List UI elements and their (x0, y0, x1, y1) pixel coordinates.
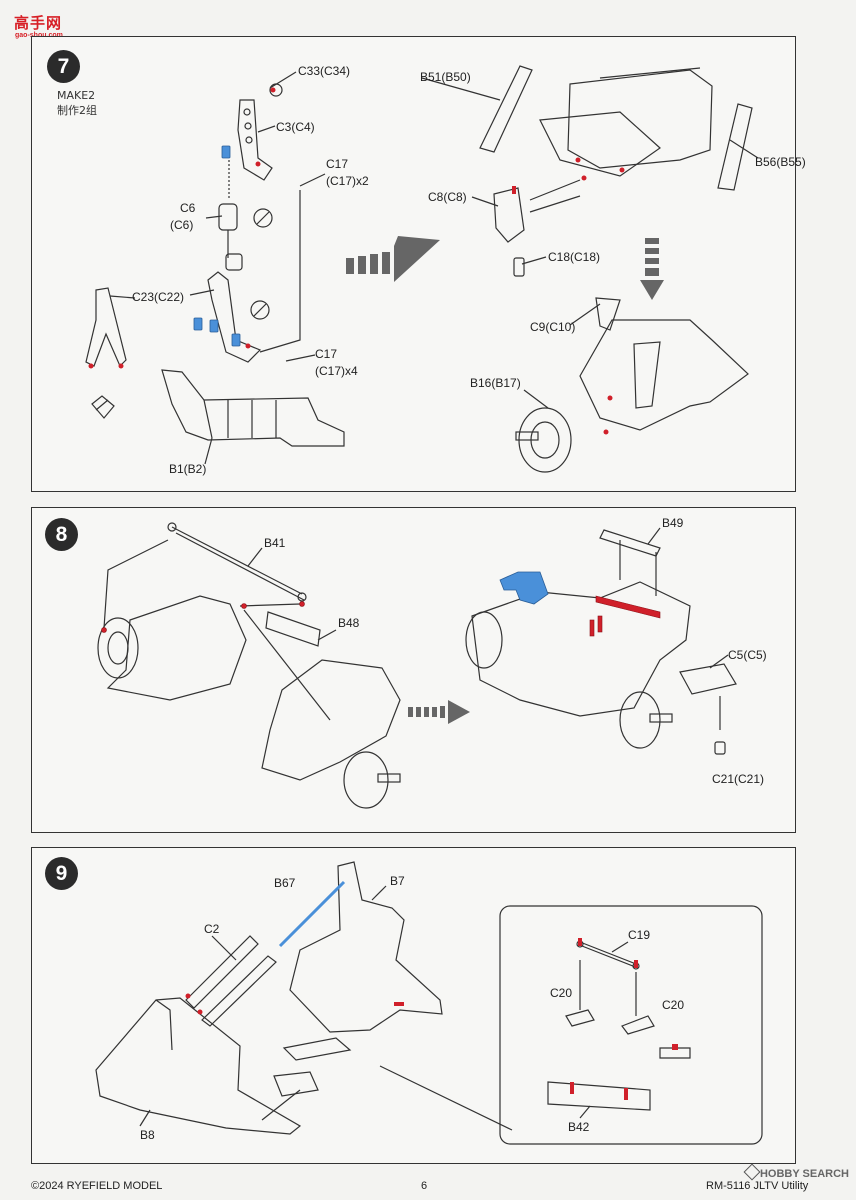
label-b16: B16(B17) (470, 376, 521, 390)
footer-page-number: 6 (421, 1180, 428, 1192)
label-b41: B41 (264, 536, 286, 550)
label-c20-right: C20 (662, 998, 685, 1012)
footer-copyright: ©2024 RYEFIELD MODEL (31, 1180, 163, 1192)
step-8-panel (31, 507, 796, 833)
label-b1: B1(B2) (169, 462, 207, 476)
label-b67: B67 (274, 876, 296, 890)
step-9-number: 9 (45, 857, 78, 890)
label-c3: C3(C4) (276, 120, 315, 134)
label-c5: C5(C5) (728, 648, 767, 662)
label-b42: B42 (568, 1120, 590, 1134)
make-note-en: MAKE2 (57, 89, 96, 102)
label-c17b-1: C17 (315, 347, 338, 361)
label-b51: B51(B50) (420, 70, 471, 84)
step-9-panel (31, 847, 796, 1164)
footer-product: RM-5116 JLTV Utility (706, 1180, 809, 1192)
label-c17a-1: C17 (326, 157, 349, 171)
label-b7: B7 (390, 874, 405, 888)
label-b56: B56(B55) (755, 155, 806, 169)
label-c18: C18(C18) (548, 250, 601, 264)
logo-text: 高手网 (14, 14, 63, 32)
label-b49: B49 (662, 516, 684, 530)
logo-sub: gao-shou.com (15, 32, 63, 39)
step-7-number: 7 (47, 50, 80, 83)
label-c23: C23(C22) (132, 290, 185, 304)
label-c9: C9(C10) (530, 320, 576, 334)
label-c6-1: C6 (180, 201, 196, 215)
step-8-number: 8 (45, 518, 78, 551)
label-c19: C19 (628, 928, 651, 942)
label-c33: C33(C34) (298, 64, 351, 78)
label-c20-left: C20 (550, 986, 573, 1000)
label-c17a-2: (C17)x2 (326, 174, 369, 188)
label-b48: B48 (338, 616, 360, 630)
make-note-cn: 制作2组 (57, 104, 97, 117)
label-c17b-2: (C17)x4 (315, 364, 358, 378)
watermark-text: HOBBY SEARCH (759, 1168, 849, 1180)
label-c2: C2 (204, 922, 220, 936)
label-c6-2: (C6) (170, 218, 194, 232)
label-b8: B8 (140, 1128, 155, 1142)
label-c8: C8(C8) (428, 190, 467, 204)
hobby-search-icon (743, 1163, 761, 1181)
label-c21: C21(C21) (712, 772, 765, 786)
site-logo: 高手网 gao-shou.com (6, 6, 70, 39)
watermark: HOBBY SEARCH (743, 1163, 849, 1181)
